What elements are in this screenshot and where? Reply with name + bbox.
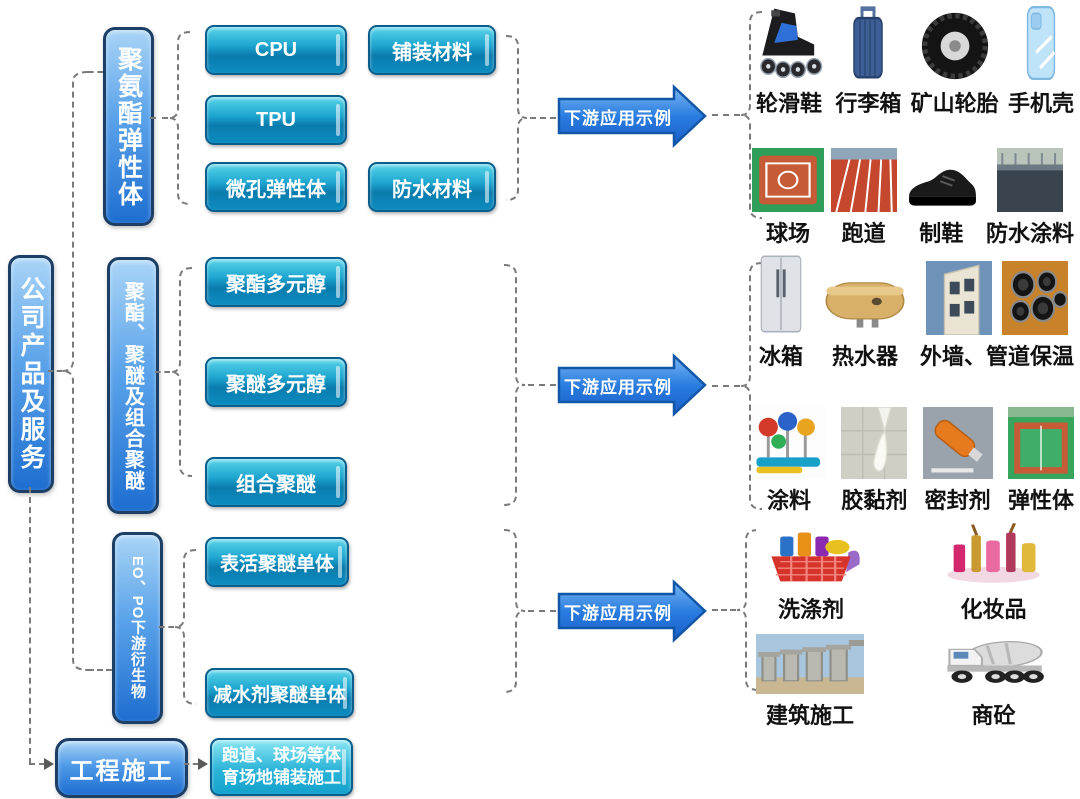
elastomer-court-image (1007, 407, 1074, 479)
insulated-wall-image (925, 261, 992, 335)
downstream-arrow-2 (557, 353, 707, 417)
product-button-combined-polyether: 组合聚醚 (205, 457, 347, 507)
group3-row2: 建筑施工 (756, 632, 1046, 730)
insulated-pipes-image (1001, 261, 1068, 335)
product-button-surfactant-polyether-monomer: 表活聚醚单体 (205, 537, 349, 587)
label-phone-case: 手机壳 (1007, 91, 1074, 116)
label-building-construction: 建筑施工 (765, 703, 854, 728)
running-track-image (830, 148, 897, 212)
product-button-microcellular-elastomer: 微孔弹性体 (205, 162, 347, 212)
group2-row1: 冰箱 热水器 (752, 253, 1074, 371)
label-adhesive: 胶黏剂 (841, 488, 908, 513)
connector-trunk-to-branch1 (88, 71, 103, 73)
downstream-arrow-1-label: 下游应用示例 (564, 108, 672, 128)
phone-case-image (1017, 4, 1065, 82)
downstream-arrow-3-label: 下游应用示例 (564, 603, 672, 623)
group1-row2: 球场 跑道 (752, 148, 1074, 248)
shoe-image (903, 148, 980, 212)
connector-construction-to-detail (184, 763, 198, 765)
branch2-gather-brace (504, 264, 526, 506)
downstream-arrow-2-label: 下游应用示例 (564, 377, 672, 397)
label-luggage: 行李箱 (835, 91, 902, 116)
connector-root-to-construction-v (29, 487, 31, 764)
product-button-cpu: CPU (205, 25, 347, 75)
product-button-polyester-polyol: 聚酯多元醇 (205, 257, 347, 307)
luggage-image (843, 4, 893, 82)
arrowhead-to-detail (198, 758, 208, 770)
product-button-water-reducer-polyether-monomer: 减水剂聚醚单体 (205, 668, 354, 718)
label-sealant: 密封剂 (924, 488, 991, 513)
water-heater-image (823, 273, 907, 335)
root-box-company-products: 公司产品及服务 (8, 255, 54, 493)
application-group-2: 冰箱 热水器 (752, 253, 1074, 515)
label-waterproof-coating: 防水涂料 (985, 221, 1074, 246)
connector-branch1-brace (150, 117, 168, 119)
connector-arrow2-to-group2 (712, 385, 740, 387)
connector-branch3-brace (159, 626, 174, 628)
mine-tire-image (919, 10, 991, 82)
group3-row1: 洗涤剂 化妆品 (756, 522, 1046, 624)
sealant-image (922, 407, 993, 479)
material-button-waterproof-materials: 防水材料 (368, 162, 496, 212)
concrete-mixer-truck-image (941, 632, 1046, 694)
label-roller-skates: 轮滑鞋 (755, 91, 822, 116)
roller-skates-image (752, 4, 826, 82)
trunk-brace (61, 71, 88, 671)
label-detergent: 洗涤剂 (777, 597, 844, 622)
connector-root-to-construction-h (29, 763, 45, 765)
waterproof-roof-image (996, 148, 1063, 212)
group2-row2: 涂料 胶黏剂 (752, 407, 1074, 515)
branch3-gather-brace (504, 529, 526, 693)
branch-box-polyurethane-elastomer: 聚氨酯弹性体 (103, 27, 154, 226)
label-elastomer: 弹性体 (1007, 488, 1074, 513)
branch-box-eo-po-derivatives: EO、PO下游衍生物 (112, 532, 163, 724)
arrowhead-to-construction (44, 758, 54, 770)
refrigerator-image (752, 253, 810, 335)
branch-box-polyester-polyether: 聚酯、聚醚及组合聚醚 (107, 257, 159, 514)
bridge-construction-image (756, 634, 864, 694)
group1-row1: 轮滑鞋 行李箱 (752, 4, 1074, 118)
label-running-track: 跑道 (841, 221, 886, 246)
sports-court-image (752, 148, 824, 212)
group1-brace (740, 11, 762, 219)
label-mine-tire: 矿山轮胎 (910, 91, 999, 116)
label-commercial-concrete: 商砼 (971, 703, 1016, 728)
connector-trunk-to-branch3 (88, 669, 112, 671)
connector-root-to-trunk (48, 370, 62, 372)
branch2-children-brace (170, 267, 192, 477)
label-cosmetics: 化妆品 (960, 597, 1027, 622)
detergent-image (756, 522, 866, 588)
product-button-polyether-polyol: 聚醚多元醇 (205, 357, 347, 407)
group2-brace (740, 262, 762, 510)
product-button-tpu: TPU (205, 95, 347, 145)
branch1-children-brace (168, 31, 190, 205)
paint-image (752, 407, 826, 479)
branch1-gather-brace (506, 35, 528, 201)
downstream-arrow-3 (557, 579, 707, 643)
label-shoemaking: 制鞋 (919, 221, 964, 246)
application-group-1: 轮滑鞋 行李箱 (752, 4, 1074, 248)
label-coating: 涂料 (766, 488, 811, 513)
group3-brace (736, 529, 758, 691)
downstream-arrow-1 (557, 84, 707, 148)
connector-arrow3-to-group3 (712, 609, 736, 611)
connector-brace3-to-arrow3 (528, 610, 556, 612)
connector-brace2-to-arrow2 (528, 384, 556, 386)
connector-arrow1-to-group1 (712, 114, 740, 116)
connector-branch2-brace (155, 371, 170, 373)
branch-box-engineering-construction: 工程施工 (55, 738, 188, 798)
label-sports-court: 球场 (765, 221, 810, 246)
branch3-children-brace (174, 549, 196, 705)
label-refrigerator: 冰箱 (758, 344, 803, 369)
connector-brace1-to-arrow1 (530, 117, 556, 119)
label-water-heater: 热水器 (831, 344, 898, 369)
cosmetics-image (941, 522, 1046, 588)
material-button-paving-materials: 铺装材料 (368, 25, 496, 75)
detail-box-sports-field-paving: 跑道、球场等体育场地铺装施工 (210, 738, 353, 796)
adhesive-image (841, 407, 908, 479)
application-group-3: 洗涤剂 化妆品 (756, 522, 1046, 730)
label-wall-pipe-insulation: 外墙、管道保温 (919, 344, 1074, 369)
